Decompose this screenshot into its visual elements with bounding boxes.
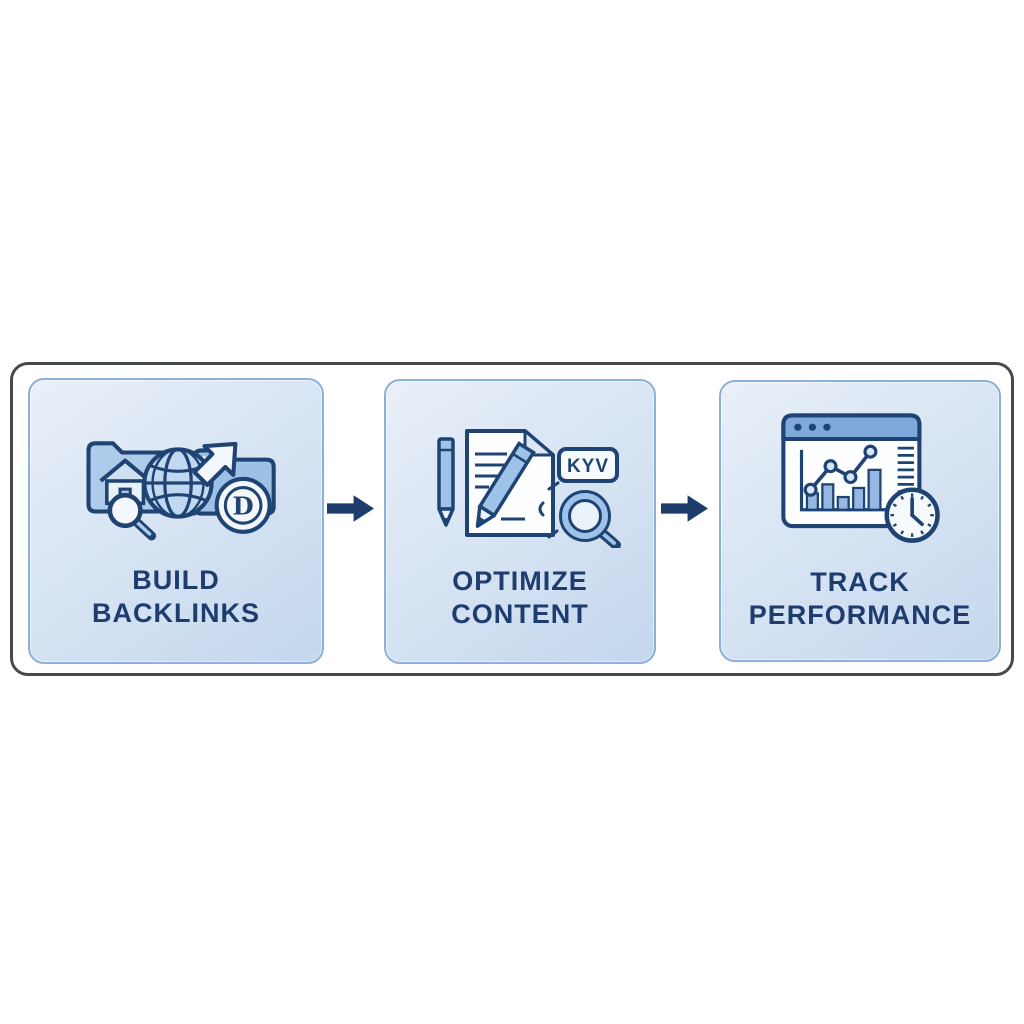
label-line-2: CONTENT — [451, 599, 589, 629]
step-box-build-backlinks: D BUILD BACKLINKS — [28, 378, 324, 664]
optimize-content-icon: KYV — [386, 423, 654, 548]
optimize-content-icon-svg: KYV — [437, 429, 621, 548]
step-box-optimize-content: KYV — [384, 379, 656, 664]
domain-badge-icon: D — [214, 476, 272, 534]
label-line-2: BACKLINKS — [92, 598, 260, 628]
backlinks-icon: D — [30, 424, 322, 541]
keyword-tag: KYV — [557, 447, 619, 483]
label-line-1: OPTIMIZE — [452, 566, 588, 596]
badge-letter: D — [233, 492, 254, 521]
clock-icon — [884, 487, 940, 543]
line-chart-icon — [803, 444, 878, 497]
flow-arrow-1 — [327, 495, 374, 522]
step-label-optimize-content: OPTIMIZE CONTENT — [386, 565, 654, 631]
sparkle-dashes — [538, 481, 560, 539]
pencil-icon — [437, 437, 455, 527]
pen-icon — [475, 441, 536, 528]
bar-chart-icon — [799, 449, 896, 512]
track-performance-icon — [721, 410, 999, 546]
keyword-magnifier-icon — [559, 490, 621, 548]
search-magnifier-icon — [107, 492, 157, 541]
label-line-1: BUILD — [132, 565, 220, 595]
step-label-build-backlinks: BUILD BACKLINKS — [30, 564, 322, 630]
flow-arrow-2 — [661, 495, 708, 522]
step-label-track-performance: TRACK PERFORMANCE — [721, 566, 999, 632]
link-arrow-icon — [192, 441, 238, 487]
backlinks-icon-svg: D — [86, 441, 276, 541]
label-line-2: PERFORMANCE — [748, 600, 972, 630]
step-box-track-performance: TRACK PERFORMANCE — [719, 380, 1001, 662]
keyword-tag-text: KYV — [567, 456, 609, 477]
globe-icon — [142, 447, 214, 519]
list-lines-icon — [897, 446, 914, 493]
process-flow-frame: D BUILD BACKLINKS — [10, 362, 1014, 676]
label-line-1: TRACK — [810, 567, 910, 597]
track-performance-icon-svg — [781, 413, 940, 543]
